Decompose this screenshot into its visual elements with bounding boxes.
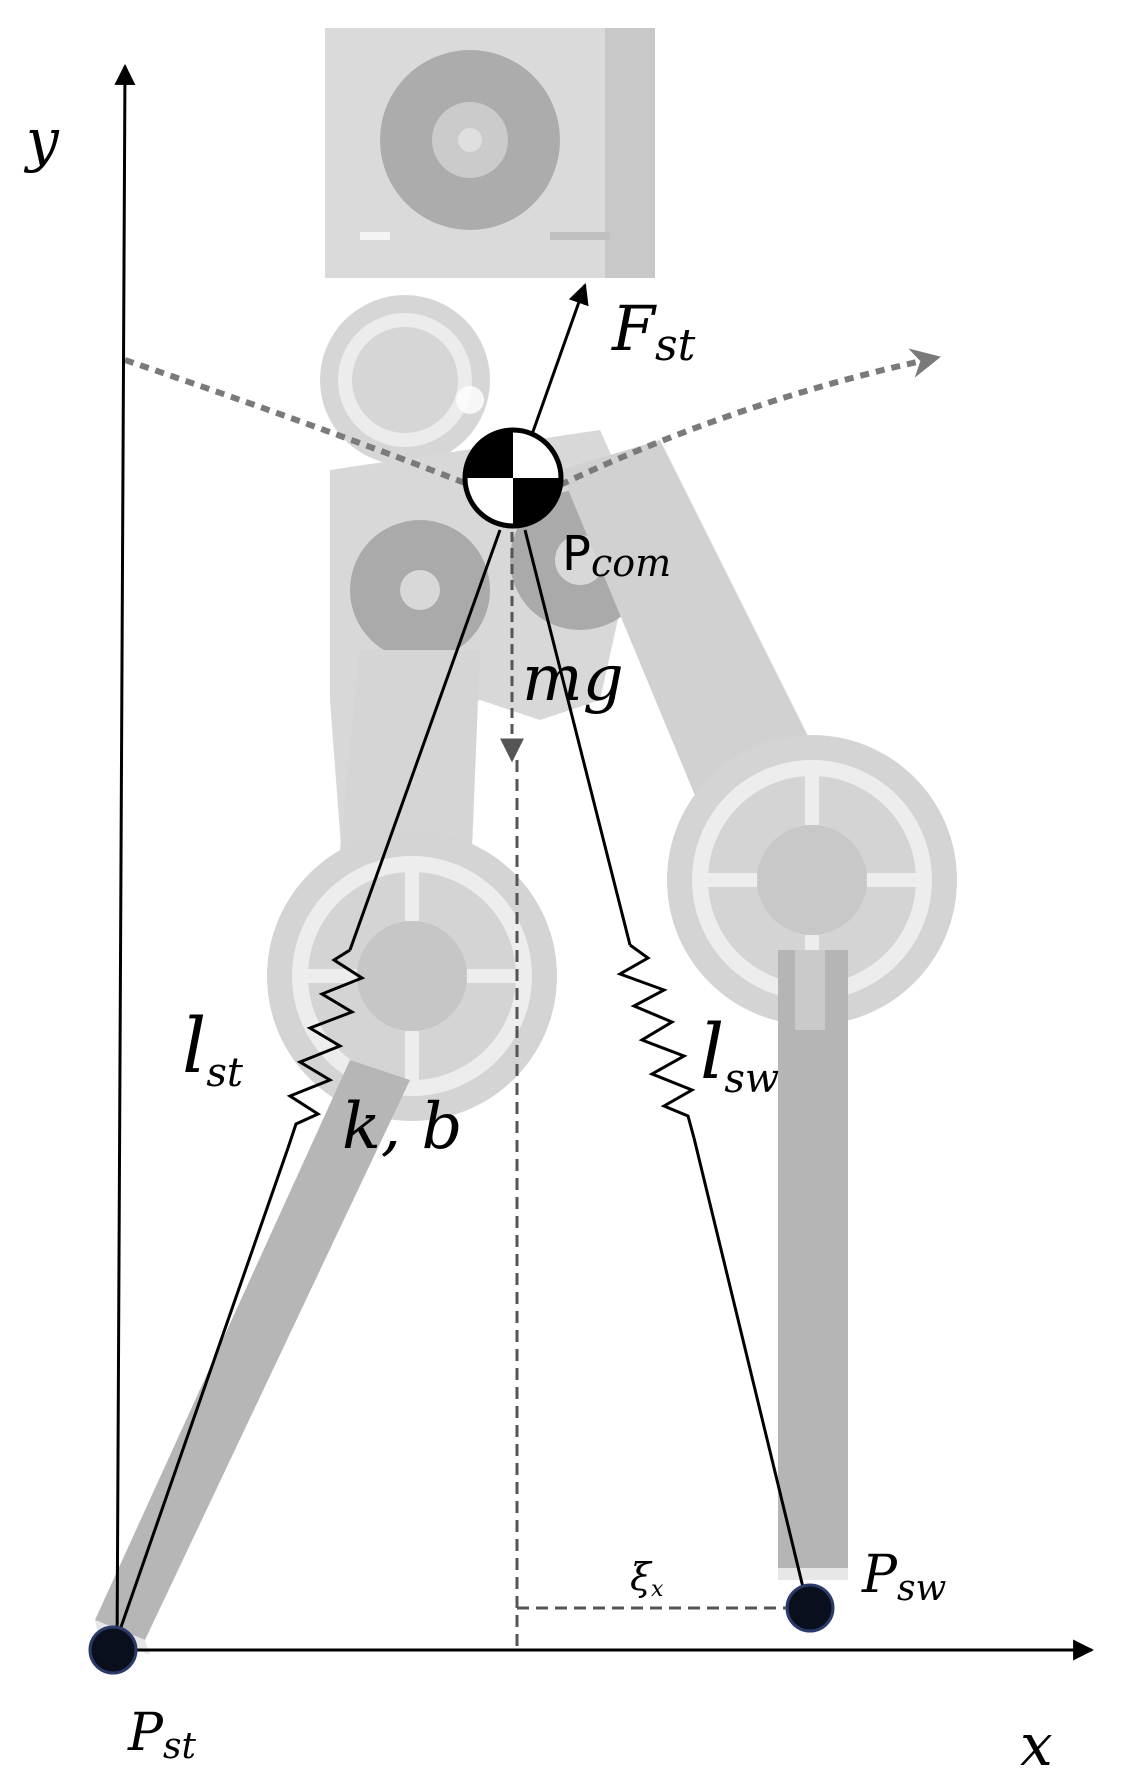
- reaction-force-arrow: [528, 283, 589, 441]
- y-axis: [114, 63, 136, 1659]
- gravity-label: mg: [522, 642, 624, 716]
- stance-foot-label: Pst: [127, 1703, 196, 1767]
- force-label: Fst: [611, 292, 696, 371]
- robot-stance-shank: [95, 1060, 410, 1640]
- com-trajectory-right: [558, 348, 941, 488]
- robot-swing-shank: [778, 950, 848, 1580]
- swing-leg: [523, 529, 810, 1609]
- stance-spring: [286, 948, 366, 1149]
- com-trajectory-left: [124, 357, 472, 488]
- x-axis-label: x: [1020, 1711, 1053, 1779]
- stance-foot-point: [88, 1625, 138, 1675]
- offset-label: ξx: [630, 1555, 664, 1602]
- com-marker: [462, 427, 564, 529]
- swing-length-label: lsw: [700, 1007, 779, 1102]
- y-axis-label: y: [23, 106, 60, 174]
- swing-foot-label: Psw: [861, 1545, 946, 1609]
- robot-illustration: [95, 28, 957, 1655]
- spring-params-label: k, b: [342, 1090, 462, 1164]
- swing-foot-point: [785, 1583, 835, 1633]
- stance-leg: [111, 529, 502, 1651]
- swing-spring: [616, 943, 696, 1139]
- stance-length-label: lst: [182, 1001, 244, 1096]
- com-label: Pcom: [562, 526, 671, 585]
